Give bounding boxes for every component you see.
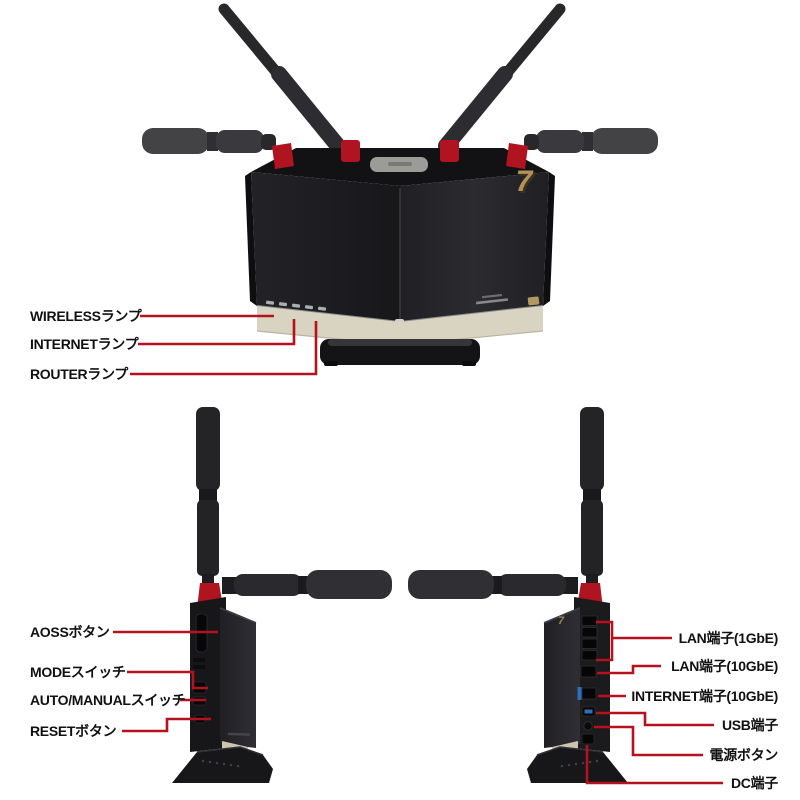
lan-port-10gbe (580, 665, 597, 678)
panel-top-edge (543, 607, 581, 624)
label-usb-port: USB端子 (721, 717, 778, 733)
callout-mode (127, 670, 208, 690)
callout-lan-10gbe (597, 664, 661, 675)
internet-port-accent (577, 687, 582, 700)
left-horizontal-antenna (222, 570, 392, 599)
internet-port-10gbe (581, 687, 597, 700)
antenna-mounts (272, 140, 528, 169)
antenna-horizontal-right (524, 128, 658, 154)
vent-slot (193, 665, 205, 669)
callout-power (594, 725, 703, 757)
label-aoss-button: AOSSボタン (30, 624, 110, 640)
dc-port (581, 733, 595, 745)
side-panel-seven-logo: 7 (558, 615, 565, 627)
right-horizontal-antenna (408, 570, 578, 599)
left-callout-lines (113, 630, 218, 733)
side-flank-left (245, 172, 257, 306)
label-power-button: 電源ボタン (709, 747, 779, 763)
callout-internet-lamp (138, 319, 296, 346)
left-stand (172, 746, 273, 783)
label-dc-port: DC端子 (730, 775, 778, 791)
led-strip (265, 300, 327, 311)
left-vertical-antenna (196, 407, 220, 588)
antenna-horizontal-left (142, 128, 276, 154)
antenna-diagonal-right (438, 3, 566, 154)
label-router-lamp: ROUTERランプ (30, 366, 128, 382)
label-reset-button: RESETボタン (30, 723, 117, 739)
side-flank-right (543, 172, 555, 306)
label-lan-1gbe: LAN端子(1GbE) (678, 630, 779, 646)
left-side-panel (220, 607, 256, 748)
vent-slot (193, 658, 205, 662)
right-vertical-antenna (580, 407, 604, 588)
label-mode-switch: MODEスイッチ (30, 664, 126, 680)
front-face-right (400, 172, 549, 322)
callout-router-lamp (130, 321, 318, 376)
panel-top-edge (219, 607, 257, 624)
right-callout-lines (585, 620, 723, 785)
callout-lan-1gbe (596, 620, 672, 662)
front-view-router: 7 7 (130, 3, 658, 376)
panel-print (227, 732, 251, 736)
brand-plate (370, 157, 428, 172)
label-lan-10gbe: LAN端子(10GbE) (671, 658, 778, 674)
label-auto-manual-switch: AUTO/MANUALスイッチ (30, 692, 186, 708)
svg-text:7: 7 (516, 165, 534, 198)
front-stand (320, 339, 480, 366)
label-internet-lamp: INTERNETランプ (30, 336, 139, 352)
right-stand (527, 746, 628, 783)
front-callout-lines (130, 314, 318, 376)
label-wireless-lamp: WIRELESSランプ (30, 308, 142, 324)
base-cream (257, 306, 543, 345)
callout-reset (122, 717, 211, 733)
callout-usb (596, 711, 714, 727)
label-internet-10gbe: INTERNET端子(10GbE) (631, 688, 778, 704)
model-markings (475, 293, 540, 306)
front-face-left (251, 172, 400, 322)
left-side-view-router (113, 407, 392, 783)
svg-text:7: 7 (518, 167, 536, 200)
callout-dc (585, 745, 723, 785)
usb-port-tongue (584, 709, 593, 714)
right-side-panel (544, 607, 580, 748)
power-button (583, 721, 593, 731)
wifi7-logo: 7 7 (516, 165, 536, 200)
right-side-view-router: 7 (408, 407, 723, 785)
antenna-diagonal-left (218, 3, 346, 154)
